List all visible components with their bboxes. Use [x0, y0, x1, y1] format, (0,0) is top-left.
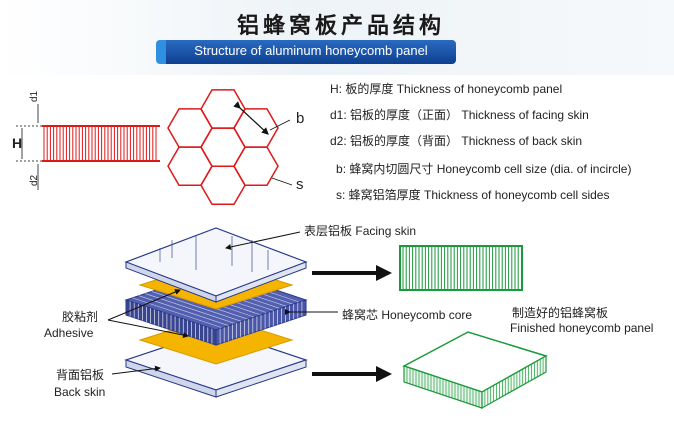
panel-cross-section [42, 125, 160, 162]
cell-size-arrow [233, 101, 293, 186]
core-grid-line [151, 291, 242, 322]
label-adhesive-cn: 胶粘剂 [62, 310, 99, 324]
finished-panel-section [399, 245, 523, 291]
legend-code: s [336, 188, 342, 202]
title-chinese: 铝蜂窝板产品结构 [236, 14, 445, 39]
legend-item-s: s: 蜂窝铝箔厚度 Thickness of honeycomb cell si… [336, 188, 610, 202]
legend-en: Thickness of facing skin [461, 108, 589, 122]
label-facing-skin: 表层铝板 Facing skin [304, 222, 416, 239]
facing-skin-sheet [124, 227, 308, 303]
honeycomb-cell [167, 108, 213, 148]
honeycomb-cell [200, 89, 246, 129]
core-cn: 蜂窝芯 [342, 308, 379, 322]
legend-cn: 蜂窝铝箔厚度 [348, 188, 421, 202]
label-d1: d1 [29, 90, 40, 102]
label-back-cn: 背面铝板 [56, 368, 105, 382]
honeycomb-cell [233, 108, 279, 148]
legend-code: b [336, 162, 343, 176]
legend-en: Thickness of honeycomb cell sides [424, 188, 610, 202]
honeycomb-cell [233, 146, 279, 186]
legend-code: H [330, 82, 339, 96]
legend-item-d1: d1: 铝板的厚度（正面） Thickness of facing skin [330, 108, 589, 122]
legend-item-d2: d2: 铝板的厚度（背面） Thickness of back skin [330, 134, 583, 148]
title-english: Structure of aluminum honeycomb panel [194, 43, 428, 58]
finished-panel-3d [402, 331, 548, 410]
legend-cn: 蜂窝内切圆尺寸 [349, 162, 434, 176]
process-arrow-top [312, 265, 392, 281]
label-adhesive-en: Adhesive [44, 326, 94, 340]
honeycomb-cell [167, 146, 213, 186]
label-back-en: Back skin [54, 385, 106, 399]
honeycomb-cell [200, 165, 246, 206]
legend-en: Honeycomb cell size (dia. of incircle) [436, 162, 632, 176]
legend-item-h: H: 板的厚度 Thickness of honeycomb panel [330, 82, 563, 96]
honeycomb-hexagons [167, 89, 279, 206]
core-grid-line [132, 297, 223, 329]
core-en: Honeycomb core [381, 308, 473, 322]
honeycomb-cell [200, 127, 246, 167]
pointer-lines [107, 231, 338, 375]
legend-cn: 铝板的厚度（正面） [350, 108, 459, 122]
title-banner [156, 40, 456, 64]
dimension-markers [16, 104, 42, 190]
facing-en: Facing skin [355, 224, 417, 238]
legend-item-b: b: 蜂窝内切圆尺寸 Honeycomb cell size (dia. of … [336, 162, 632, 176]
legend-en: Thickness of honeycomb panel [396, 82, 563, 96]
facing-cn: 表层铝板 [304, 224, 353, 238]
label-s: s [296, 176, 304, 193]
legend-cn: 铝板的厚度（背面） [350, 134, 459, 148]
legend-cn: 板的厚度 [345, 82, 394, 96]
label-h: H [12, 135, 23, 151]
legend-code: d2 [330, 134, 344, 148]
label-b: b [296, 110, 305, 127]
label-finished-cn: 制造好的铝蜂窝板 [512, 306, 609, 320]
label-d2: d2 [29, 174, 40, 186]
legend-code: d1 [330, 108, 344, 122]
label-finished-en: Finished honeycomb panel [510, 321, 654, 335]
legend-en: Thickness of back skin [461, 134, 583, 148]
label-honeycomb-core: 蜂窝芯 Honeycomb core [342, 306, 472, 323]
process-arrow-bottom [312, 366, 392, 382]
